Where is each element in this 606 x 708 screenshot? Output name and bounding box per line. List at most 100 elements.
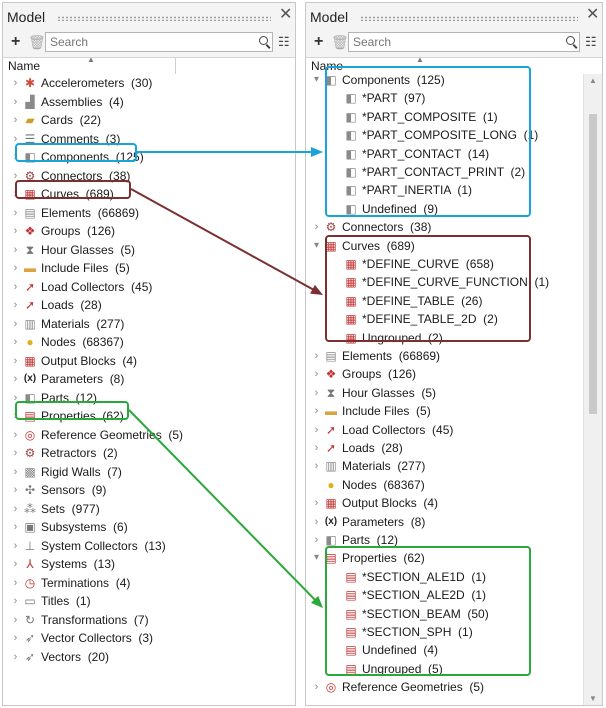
- expand-arrow-icon[interactable]: ›: [13, 354, 18, 367]
- expand-arrow-icon[interactable]: ›: [13, 539, 18, 552]
- expand-arrow-icon[interactable]: ›: [13, 650, 18, 663]
- scroll-down-icon[interactable]: ▼: [589, 694, 597, 703]
- tree-item-label: Curves (689): [342, 238, 415, 253]
- collapse-arrow-icon[interactable]: ▾: [313, 239, 320, 251]
- expand-arrow-icon[interactable]: ›: [314, 534, 319, 546]
- expand-arrow-icon[interactable]: ›: [13, 280, 18, 293]
- connector-icon: ⚙: [325, 220, 337, 235]
- expand-arrow-icon[interactable]: ›: [13, 225, 18, 237]
- filter-icon[interactable]: ☷: [585, 34, 597, 49]
- trash-icon[interactable]: 🗑: [28, 34, 46, 50]
- expand-arrow-icon[interactable]: ›: [13, 206, 18, 219]
- expand-arrow-icon[interactable]: ›: [13, 262, 18, 274]
- trash-icon[interactable]: 🗑: [331, 34, 349, 50]
- components-highlight-left: [15, 143, 137, 162]
- output-block-icon: ▦: [24, 353, 36, 368]
- element-icon: ▤: [325, 349, 337, 363]
- scrollbar-thumb[interactable]: [589, 114, 597, 414]
- panel-drag-handle[interactable]: [57, 16, 271, 21]
- curve-icon: ▦: [325, 238, 337, 253]
- tree-item-label: Parameters (8): [342, 514, 426, 529]
- close-icon[interactable]: ✕: [586, 6, 600, 23]
- search-input[interactable]: [46, 33, 254, 51]
- group-icon: ❖: [24, 224, 36, 238]
- expand-arrow-icon[interactable]: ›: [314, 405, 319, 418]
- search-icon[interactable]: [259, 36, 268, 45]
- expand-arrow-icon[interactable]: ›: [13, 484, 18, 496]
- search-icon[interactable]: [566, 36, 575, 45]
- expand-arrow-icon[interactable]: ›: [314, 221, 319, 234]
- expand-arrow-icon[interactable]: ›: [13, 447, 18, 459]
- tree-item-label: *SECTION_ALE2D (1): [362, 588, 487, 603]
- expand-arrow-icon[interactable]: ›: [13, 169, 18, 182]
- expand-arrow-icon[interactable]: ›: [13, 576, 18, 589]
- curve-icon: ▦: [345, 330, 357, 345]
- expand-arrow-icon[interactable]: ›: [314, 681, 319, 694]
- system-icon: ⅄: [26, 557, 34, 571]
- expand-arrow-icon[interactable]: ›: [314, 423, 319, 436]
- tree-item-label: Assemblies (4): [41, 94, 124, 109]
- collapse-arrow-icon[interactable]: ▾: [313, 74, 320, 85]
- search-input[interactable]: [349, 33, 557, 51]
- load-icon: ➚: [325, 441, 337, 455]
- collapse-arrow-icon[interactable]: ▾: [313, 552, 320, 564]
- title-icon: ▭: [24, 594, 36, 608]
- expand-arrow-icon[interactable]: ›: [13, 465, 18, 478]
- expand-arrow-icon[interactable]: ›: [13, 336, 18, 348]
- output-block-icon: ▦: [325, 496, 337, 511]
- card-icon: ▰: [25, 113, 35, 127]
- expand-arrow-icon[interactable]: ›: [13, 595, 18, 607]
- expand-arrow-icon[interactable]: ›: [13, 632, 18, 644]
- expand-arrow-icon[interactable]: ›: [13, 373, 18, 385]
- expand-arrow-icon[interactable]: ›: [13, 114, 18, 126]
- expand-arrow-icon[interactable]: ›: [314, 350, 319, 362]
- column-header-name[interactable]: Name: [8, 59, 41, 73]
- expand-arrow-icon[interactable]: ›: [13, 391, 18, 404]
- comment-icon: ☰: [24, 131, 36, 146]
- hourglass-icon: ⧗: [25, 242, 35, 257]
- tree-item-label: Sensors (9): [41, 483, 107, 497]
- expand-arrow-icon[interactable]: ›: [13, 77, 18, 89]
- expand-arrow-icon[interactable]: ›: [13, 132, 18, 145]
- tree-item-label: Nodes (68367): [342, 477, 425, 492]
- close-icon[interactable]: ✕: [279, 6, 293, 23]
- expand-arrow-icon[interactable]: ›: [13, 613, 18, 626]
- vertical-scrollbar[interactable]: ▲ ▼: [583, 74, 602, 705]
- expand-arrow-icon[interactable]: ›: [314, 460, 319, 473]
- filter-icon[interactable]: ☷: [278, 34, 290, 49]
- expand-arrow-icon[interactable]: ›: [314, 515, 319, 528]
- expand-arrow-icon[interactable]: ›: [13, 558, 18, 570]
- component-icon: ◧: [345, 201, 357, 216]
- expand-arrow-icon[interactable]: ›: [13, 243, 18, 256]
- tree-item-label: Transformations (7): [41, 612, 149, 627]
- tree-item-label: Terminations (4): [41, 575, 131, 590]
- expand-arrow-icon[interactable]: ›: [314, 386, 319, 399]
- column-divider[interactable]: [175, 58, 176, 74]
- expand-arrow-icon[interactable]: ›: [13, 502, 18, 515]
- tree-item-label: Vector Collectors (3): [41, 631, 154, 645]
- expand-arrow-icon[interactable]: ›: [13, 95, 18, 108]
- scroll-up-icon[interactable]: ▲: [589, 76, 597, 85]
- expand-arrow-icon[interactable]: ›: [13, 428, 18, 441]
- tree-item-label: Elements (66869): [41, 205, 140, 220]
- folder-icon: ▬: [24, 261, 36, 275]
- component-icon: ◧: [345, 165, 357, 179]
- tree-item-label: Materials (277): [342, 459, 426, 474]
- tree-item-label: Groups (126): [41, 224, 116, 238]
- expand-arrow-icon[interactable]: ›: [13, 299, 18, 311]
- expand-arrow-icon[interactable]: ›: [314, 497, 319, 510]
- property-icon: ▤: [345, 661, 357, 676]
- tree-item-label: Load Collectors (45): [41, 279, 153, 294]
- add-icon[interactable]: +: [11, 33, 21, 50]
- model-tree-right: ▾◧Components (125)◧*PART (97)◧*PART_COMP…: [306, 73, 584, 705]
- expand-arrow-icon[interactable]: ›: [13, 521, 18, 533]
- add-icon[interactable]: +: [314, 33, 324, 50]
- properties-highlight-left: [15, 401, 129, 420]
- tree-item-label: Output Blocks (4): [41, 353, 138, 368]
- component-icon: ◧: [325, 73, 337, 87]
- panel-drag-handle[interactable]: [360, 16, 578, 21]
- expand-arrow-icon[interactable]: ›: [314, 368, 319, 381]
- expand-arrow-icon[interactable]: ›: [13, 317, 18, 330]
- expand-arrow-icon[interactable]: ›: [314, 442, 319, 454]
- tree-item-label: Include Files (5): [41, 261, 130, 275]
